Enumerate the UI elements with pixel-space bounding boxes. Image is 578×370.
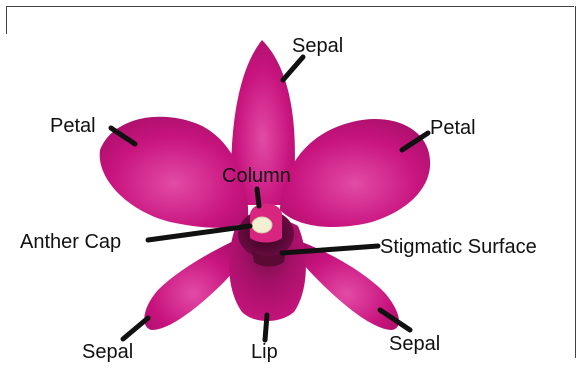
right-petal [280,119,430,227]
bottom-left-sepal [144,238,242,330]
leader-lip [265,315,267,340]
label-stigmatic-surface: Stigmatic Surface [380,237,537,257]
leader-sepal-bottom-left [123,318,148,339]
anther-cap [252,217,272,233]
leader-sepal-top [283,57,303,80]
leader-column [257,189,259,206]
label-petal-left: Petal [50,116,96,136]
label-anther-cap: Anther Cap [20,232,121,252]
label-petal-right: Petal [430,118,476,138]
label-sepal-top: Sepal [292,36,343,56]
label-column: Column [222,166,291,186]
label-sepal-bottom-left: Sepal [82,342,133,362]
label-lip: Lip [251,342,278,362]
label-sepal-bottom-right: Sepal [389,334,440,354]
